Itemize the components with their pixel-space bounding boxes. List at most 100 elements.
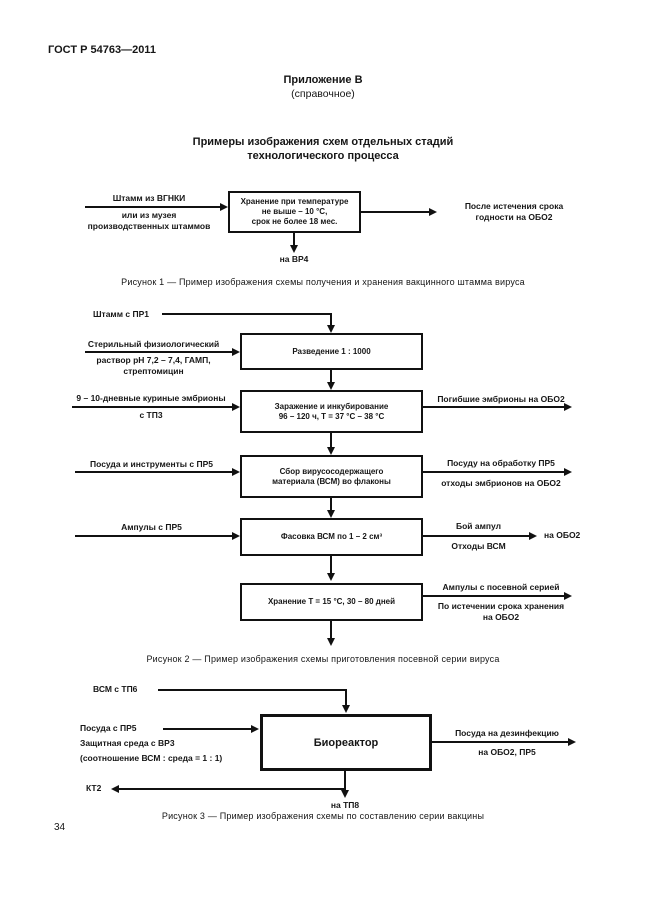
fig3-output-top: Посуда на дезинфекцию bbox=[455, 728, 559, 738]
page-title-line2: технологического процесса bbox=[247, 150, 399, 162]
fig2-box3-line2: материала (ВСМ) во флаконы bbox=[272, 476, 391, 486]
fig2-output5-arrowhead-icon bbox=[564, 592, 572, 600]
fig2-output2-label: Погибшие эмбрионы на ОБО2 bbox=[437, 394, 565, 404]
fig1-process-box: Хранение при температуре не выше – 10 °С… bbox=[228, 191, 361, 233]
fig3-input-top-arrowhead-icon bbox=[342, 705, 350, 713]
standard-code: ГОСТ Р 54763—2011 bbox=[48, 44, 156, 56]
fig2-input3-arrow-line bbox=[75, 471, 233, 473]
fig1-down-label: на ВР4 bbox=[279, 254, 309, 264]
fig1-down-line bbox=[293, 233, 295, 246]
fig2-connector2-arrowhead-icon bbox=[327, 447, 335, 455]
fig1-box-line3: срок не более 18 мес. bbox=[251, 217, 338, 226]
fig2-box5-text: Хранение Т = 15 °С, 30 – 80 дней bbox=[267, 597, 396, 606]
fig2-input1-line2: раствор pH 7,2 – 7,4, ГАМП, bbox=[96, 355, 211, 365]
fig2-output4-destination: на ОБО2 bbox=[544, 530, 581, 540]
fig2-input1-top: Стерильный физиологический bbox=[87, 339, 220, 349]
fig3-kt-label: КТ2 bbox=[86, 783, 102, 793]
fig2-output5-line3: на ОБО2 bbox=[482, 611, 520, 622]
fig3-kt-branch-line bbox=[118, 788, 346, 790]
fig2-seed-hline bbox=[162, 313, 332, 315]
fig1-output-line1: После истечения срока bbox=[464, 201, 564, 211]
fig3-down-line bbox=[344, 771, 346, 790]
fig2-seed-label: Штамм с ПР1 bbox=[93, 309, 149, 319]
fig3-down-arrowhead-icon bbox=[341, 790, 349, 798]
fig2-seed-vline bbox=[330, 313, 332, 326]
fig2-box-storage: Хранение Т = 15 °С, 30 – 80 дней bbox=[240, 583, 423, 621]
fig2-input1-bottom: раствор pH 7,2 – 7,4, ГАМП, стрептомицин bbox=[72, 355, 235, 376]
fig3-bioreactor-box: Биореактор bbox=[260, 714, 432, 771]
fig2-tail-line bbox=[330, 621, 332, 640]
fig3-input-top-hline bbox=[158, 689, 347, 691]
fig2-box-dilution: Разведение 1 : 1000 bbox=[240, 333, 423, 370]
fig3-input1-label: Посуда с ПР5 bbox=[80, 723, 137, 733]
fig2-input4-arrow-line bbox=[75, 535, 233, 537]
fig3-input1-arrow-line bbox=[163, 728, 252, 730]
fig3-input-top-label: ВСМ с ТП6 bbox=[93, 684, 138, 694]
fig2-box-filling: Фасовка ВСМ по 1 – 2 см³ bbox=[240, 518, 423, 556]
fig1-input-label-top: Штамм из ВГНКИ bbox=[112, 193, 186, 203]
fig2-connector4-arrowhead-icon bbox=[327, 573, 335, 581]
fig2-box-infection: Заражение и инкубирование 96 – 120 ч, Т … bbox=[240, 390, 423, 433]
fig1-caption: Рисунок 1 — Пример изображения схемы пол… bbox=[121, 277, 525, 287]
fig2-input2-bottom: с ТП3 bbox=[139, 410, 163, 420]
fig2-box2-line1: Заражение и инкубирование bbox=[274, 401, 389, 411]
fig2-connector4 bbox=[330, 556, 332, 575]
fig2-output5-bottom: По истечении срока хранения на ОБО2 bbox=[426, 601, 576, 622]
fig3-output-arrow-line bbox=[432, 741, 570, 743]
fig2-connector1 bbox=[330, 370, 332, 384]
fig2-input1-line3: стрептомицин bbox=[123, 365, 184, 376]
fig3-kt-arrowhead-icon bbox=[111, 785, 119, 793]
fig2-connector2 bbox=[330, 433, 332, 448]
fig2-output4-arrowhead-icon bbox=[529, 532, 537, 540]
fig2-output3-arrow-line bbox=[423, 471, 566, 473]
fig1-input-arrow-line bbox=[85, 206, 223, 208]
fig2-connector1-arrowhead-icon bbox=[327, 382, 335, 390]
fig2-input2-arrowhead-icon bbox=[232, 403, 240, 411]
fig2-input1-arrow-line bbox=[85, 351, 233, 353]
fig2-input4-arrowhead-icon bbox=[232, 532, 240, 540]
fig2-seed-arrowhead-icon bbox=[327, 325, 335, 333]
fig3-down-label: на ТП8 bbox=[330, 800, 360, 810]
fig2-output3-bottom: отходы эмбрионов на ОБО2 bbox=[441, 478, 561, 488]
fig2-input3-arrowhead-icon bbox=[232, 468, 240, 476]
fig1-output-arrow-line bbox=[361, 211, 431, 213]
fig1-output-line2: годности на ОБО2 bbox=[475, 211, 553, 222]
fig3-output-arrowhead-icon bbox=[568, 738, 576, 746]
fig2-input4-label: Ампулы с ПР5 bbox=[121, 522, 182, 532]
fig2-output4-top: Бой ампул bbox=[455, 521, 502, 531]
fig1-box-line1: Хранение при температуре bbox=[240, 197, 349, 206]
fig3-input-top-vline bbox=[345, 689, 347, 707]
fig2-output2-arrow-line bbox=[423, 406, 566, 408]
fig2-box3-line1: Сбор вирусосодержащего bbox=[279, 466, 384, 476]
fig2-box1-text: Разведение 1 : 1000 bbox=[292, 346, 371, 356]
fig1-input-label-line3: производственных штаммов bbox=[87, 220, 211, 231]
fig2-input2-arrow-line bbox=[72, 406, 233, 408]
fig3-caption: Рисунок 3 — Пример изображения схемы по … bbox=[161, 811, 485, 821]
fig2-output5-arrow-line bbox=[423, 595, 566, 597]
fig3-input3-label: (соотношение ВСМ : среда = 1 : 1) bbox=[80, 753, 223, 763]
page-title-line1: Примеры изображения схем отдельных стади… bbox=[192, 136, 454, 148]
annex-note: (справочное) bbox=[291, 88, 355, 100]
fig3-box-text: Биореактор bbox=[313, 736, 379, 749]
fig2-output3-top: Посуду на обработку ПР5 bbox=[447, 458, 555, 468]
fig3-input1-arrowhead-icon bbox=[251, 725, 259, 733]
fig1-output-label: После истечения срока годности на ОБО2 bbox=[438, 201, 590, 222]
fig2-output3-arrowhead-icon bbox=[564, 468, 572, 476]
fig1-output-arrowhead-icon bbox=[429, 208, 437, 216]
fig2-connector3-arrowhead-icon bbox=[327, 510, 335, 518]
page-number: 34 bbox=[54, 822, 66, 833]
fig2-caption: Рисунок 2 — Пример изображения схемы при… bbox=[146, 654, 500, 664]
fig2-output2-arrowhead-icon bbox=[564, 403, 572, 411]
fig2-connector3 bbox=[330, 498, 332, 512]
fig2-input1-arrowhead-icon bbox=[232, 348, 240, 356]
fig2-input2-top: 9 – 10-дневные куриные эмбрионы bbox=[76, 393, 226, 403]
fig2-output4-arrow-line bbox=[423, 535, 531, 537]
annex-heading: Приложение В bbox=[283, 74, 363, 86]
fig1-input-label-bottom: или из музея производственных штаммов bbox=[70, 210, 228, 231]
fig1-down-arrowhead-icon bbox=[290, 245, 298, 253]
fig2-output5-line2: По истечении срока хранения bbox=[437, 601, 565, 611]
fig2-input3-label: Посуда и инструменты с ПР5 bbox=[90, 459, 213, 469]
fig1-input-label-line2: или из музея bbox=[121, 210, 177, 220]
fig2-box2-line2: 96 – 120 ч, Т = 37 °С – 38 °С bbox=[278, 411, 385, 421]
